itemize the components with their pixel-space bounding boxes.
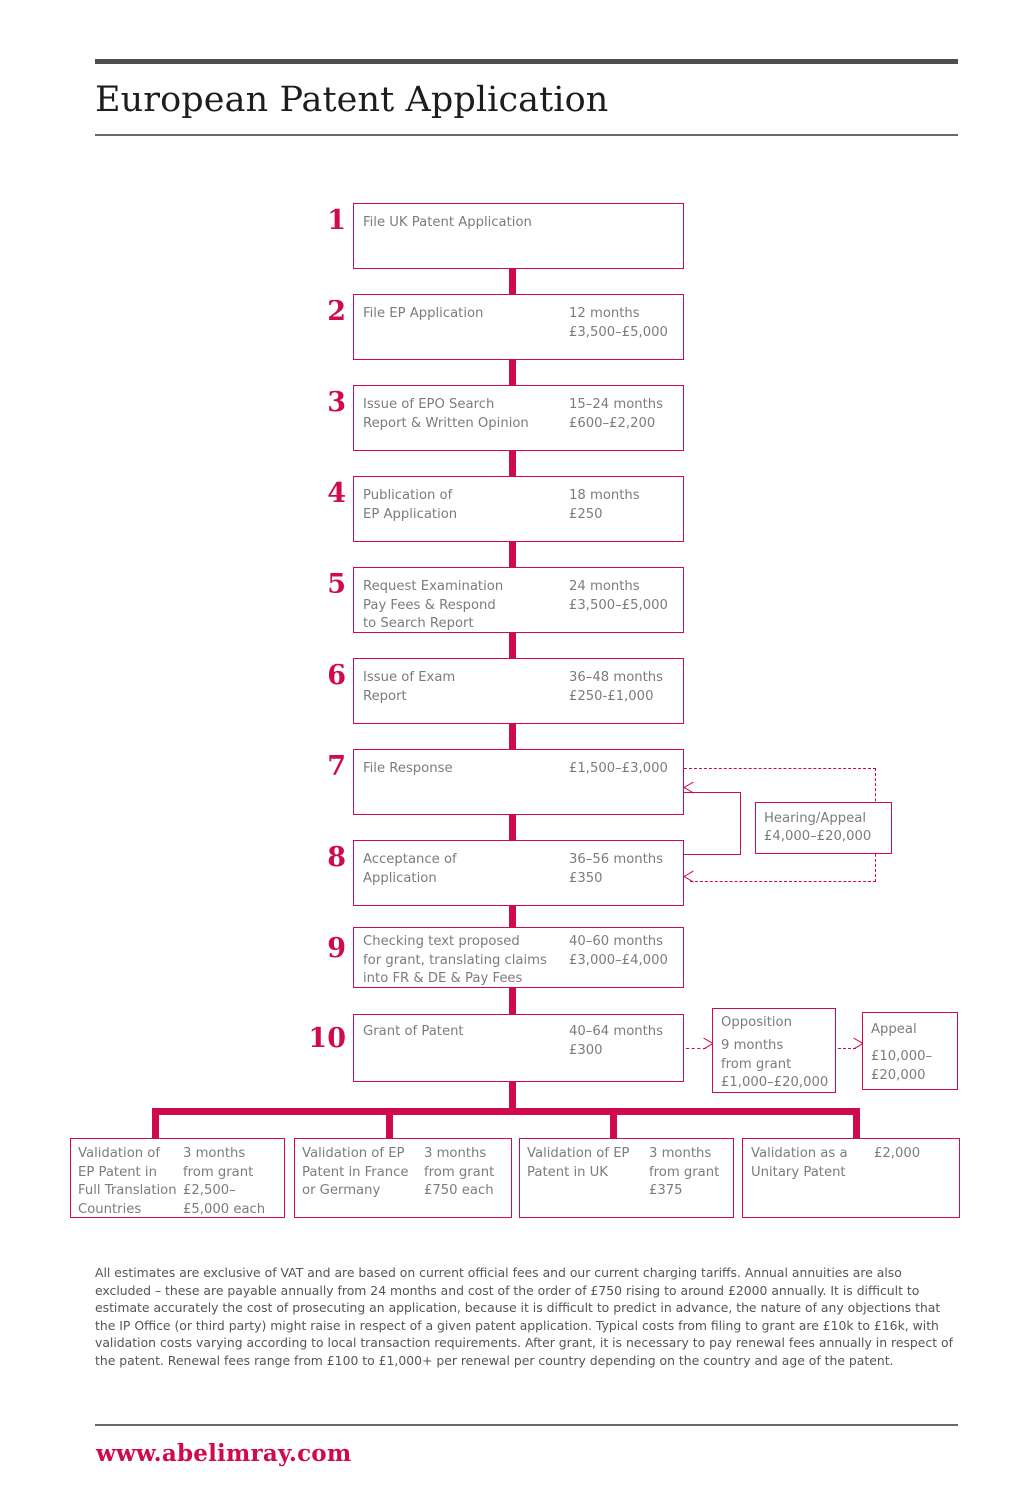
opposition-cost: 9 months from grant £1,000–£20,000 [721, 1038, 829, 1090]
connector-1-2 [509, 268, 516, 298]
footnote-text: All estimates are exclusive of VAT and a… [95, 1265, 953, 1368]
validation-box-2[interactable] [294, 1138, 512, 1218]
connector-10-validation [509, 1080, 516, 1113]
step-number-5: 5 [327, 569, 346, 600]
step-number-4: 4 [327, 478, 346, 509]
connector-3-4 [509, 449, 516, 479]
step-box-3[interactable] [353, 385, 684, 451]
step-cost-6: 36–48 months £250-£1,000 [569, 670, 664, 704]
step-label-1: File UK Patent Application [363, 215, 532, 230]
step-number-9: 9 [327, 933, 346, 964]
step-box-7[interactable] [353, 749, 684, 815]
validation-cost-3: 3 months from grant £375 [649, 1146, 720, 1198]
step-box-2[interactable] [353, 294, 684, 360]
step-cost-5: 24 months £3,500–£5,000 [569, 579, 668, 613]
step-number-1: 1 [327, 205, 346, 236]
step-label-5: Request Examination Pay Fees & Respond t… [363, 579, 504, 631]
hearing-arrow-into-step8 [683, 870, 694, 887]
hearing-appeal-box[interactable] [755, 802, 892, 854]
step-label-2: File EP Application [363, 306, 484, 321]
step-cost-2: 12 months £3,500–£5,000 [569, 306, 668, 340]
appeal-dash [838, 1048, 856, 1049]
validation-cost-1: 3 months from grant £2,500– £5,000 each [183, 1146, 266, 1217]
step-number-7: 7 [327, 751, 346, 782]
step-box-6[interactable] [353, 658, 684, 724]
validation-drop-4 [853, 1108, 860, 1141]
connector-9-10 [509, 985, 516, 1015]
validation-box-1[interactable] [70, 1138, 285, 1218]
validation-cost-4: £2,000 [874, 1146, 921, 1161]
hearing-dash-top [684, 768, 876, 769]
step-number-10: 10 [308, 1023, 346, 1054]
opposition-label: Opposition [721, 1015, 792, 1030]
step-box-5[interactable] [353, 567, 684, 633]
step-number-8: 8 [327, 842, 346, 873]
step-number-6: 6 [327, 660, 346, 691]
connector-7-8 [509, 813, 516, 843]
validation-label-2: Validation of EP Patent in France or Ger… [302, 1146, 409, 1198]
step-label-4: Publication of EP Application [363, 488, 458, 522]
validation-distribution-bar [152, 1108, 860, 1115]
page-title: European Patent Application [95, 80, 609, 120]
hearing-appeal-cost: £4,000–£20,000 [764, 829, 872, 844]
header-rule-bottom [95, 134, 958, 136]
appeal-box[interactable] [862, 1012, 958, 1090]
validation-drop-2 [386, 1108, 393, 1141]
validation-label-1: Validation of EP Patent in Full Translat… [78, 1146, 177, 1217]
hearing-appeal-label: Hearing/Appeal [764, 811, 866, 826]
validation-drop-1 [152, 1108, 159, 1141]
connector-6-7 [509, 722, 516, 752]
step-box-4[interactable] [353, 476, 684, 542]
step-label-6: Issue of Exam Report [363, 670, 456, 704]
hearing-arrow-into-step7 [683, 781, 694, 798]
step-cost-8: 36–56 months £350 [569, 852, 664, 886]
step-cost-3: 15–24 months £600–£2,200 [569, 397, 664, 431]
step-cost-9: 40–60 months £3,000–£4,000 [569, 934, 668, 968]
connector-2-3 [509, 358, 516, 388]
connector-5-6 [509, 631, 516, 661]
step-box-9[interactable] [353, 927, 684, 988]
opposition-box[interactable] [712, 1008, 836, 1093]
step-label-7: File Response [363, 761, 453, 776]
header-rule-top [95, 59, 958, 64]
step-label-9: Checking text proposed for grant, transl… [363, 934, 547, 986]
hearing-solid-loop [684, 792, 741, 855]
step-box-10[interactable] [353, 1014, 684, 1082]
connector-4-5 [509, 540, 516, 570]
step-label-3: Issue of EPO Search Report & Written Opi… [363, 397, 529, 431]
appeal-label: Appeal [871, 1022, 917, 1037]
step-number-3: 3 [327, 387, 346, 418]
footer-website-link[interactable]: www.abelimray.com [96, 1440, 352, 1467]
step-cost-10: 40–64 months £300 [569, 1024, 664, 1058]
validation-drop-3 [610, 1108, 617, 1141]
opposition-dash [686, 1048, 706, 1049]
footer-rule [95, 1424, 958, 1426]
appeal-cost: £10,000– £20,000 [871, 1049, 933, 1083]
step-cost-7: £1,500–£3,000 [569, 761, 668, 776]
validation-label-3: Validation of EP Patent in UK [527, 1146, 630, 1180]
step-cost-4: 18 months £250 [569, 488, 640, 522]
step-label-10: Grant of Patent [363, 1024, 464, 1039]
step-box-8[interactable] [353, 840, 684, 906]
step-label-8: Acceptance of Application [363, 852, 457, 886]
step-box-1[interactable] [353, 203, 684, 269]
hearing-dash-bottom [690, 881, 876, 882]
validation-label-4: Validation as a Unitary Patent [751, 1146, 848, 1180]
validation-box-3[interactable] [519, 1138, 734, 1218]
connector-8-9 [509, 904, 516, 934]
validation-box-4[interactable] [742, 1138, 960, 1218]
validation-cost-2: 3 months from grant £750 each [424, 1146, 495, 1198]
step-number-2: 2 [327, 296, 346, 327]
